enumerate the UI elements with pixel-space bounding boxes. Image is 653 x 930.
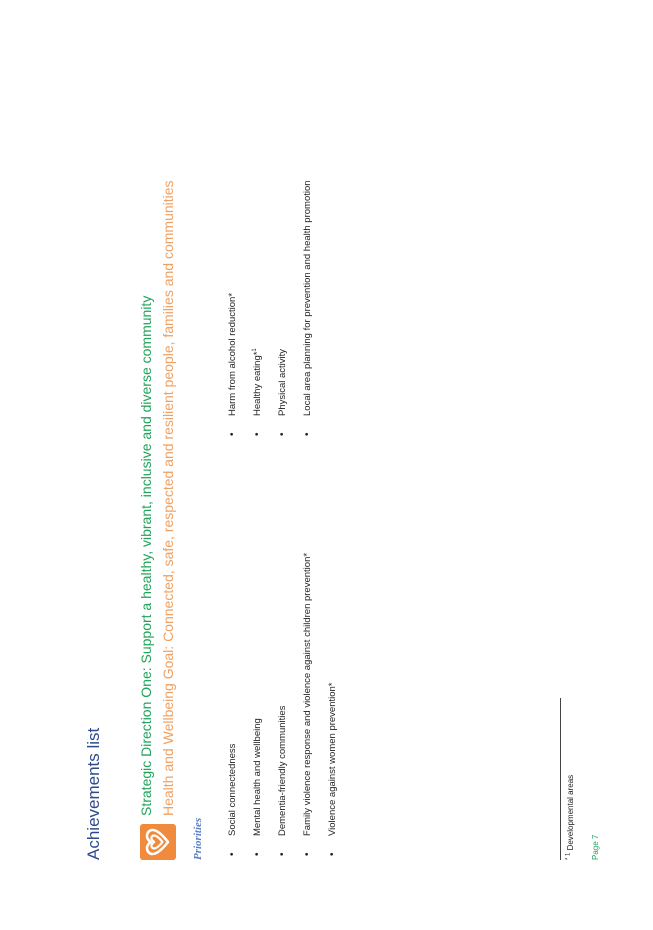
list-item: • Mental health and wellbeing bbox=[251, 553, 276, 860]
list-item: • Social connectedness bbox=[226, 553, 251, 860]
bullet: • bbox=[302, 852, 313, 856]
priority-label: Mental health and wellbeing bbox=[252, 718, 263, 836]
priorities-list-left: • Social connectedness • Mental health a… bbox=[226, 553, 351, 860]
priority-label: Social connectedness bbox=[227, 743, 238, 836]
bullet: • bbox=[327, 852, 338, 856]
footnote-divider bbox=[560, 698, 561, 860]
priority-label: Healthy eating* bbox=[252, 351, 263, 416]
bullet: • bbox=[252, 432, 263, 436]
list-item: • Local area planning for prevention and… bbox=[301, 180, 326, 440]
priority-label: Violence against women prevention* bbox=[327, 682, 338, 836]
priority-label: Family violence response and violence ag… bbox=[302, 552, 313, 836]
priority-label: Harm from alcohol reduction* bbox=[227, 292, 238, 416]
list-item: • Physical activity bbox=[276, 180, 301, 440]
footnote-text: Developmental areas bbox=[566, 774, 575, 851]
priorities-heading: Priorities bbox=[192, 817, 204, 860]
priority-label: Dementia-friendly communities bbox=[277, 705, 288, 836]
priority-label: Local area planning for prevention and h… bbox=[302, 180, 313, 416]
strategic-direction-heading: Strategic Direction One: Support a healt… bbox=[138, 295, 154, 816]
list-item: • Violence against women prevention* bbox=[326, 553, 351, 860]
bullet: • bbox=[252, 852, 263, 856]
list-item: • Healthy eating*1 bbox=[251, 180, 276, 440]
heart-logo-icon bbox=[140, 824, 176, 860]
footnote-superscript: 1 bbox=[251, 348, 258, 352]
goal-heading: Health and Wellbeing Goal: Connected, sa… bbox=[160, 180, 176, 816]
bullet: • bbox=[227, 852, 238, 856]
priorities-list-right: • Harm from alcohol reduction* • Healthy… bbox=[226, 180, 326, 440]
bullet: • bbox=[227, 432, 238, 436]
page-number: Page 7 bbox=[591, 834, 600, 860]
priority-label: Physical activity bbox=[277, 348, 288, 416]
list-item: • Harm from alcohol reduction* bbox=[226, 180, 251, 440]
bullet: • bbox=[302, 432, 313, 436]
list-item: • Family violence response and violence … bbox=[301, 553, 326, 860]
bullet: • bbox=[277, 432, 288, 436]
list-item: • Dementia-friendly communities bbox=[276, 553, 301, 860]
page-title: Achievements list bbox=[84, 727, 103, 860]
bullet: • bbox=[277, 852, 288, 856]
footnote: * 1 Developmental areas bbox=[565, 774, 575, 860]
footnote-marker: * 1 bbox=[565, 852, 572, 860]
